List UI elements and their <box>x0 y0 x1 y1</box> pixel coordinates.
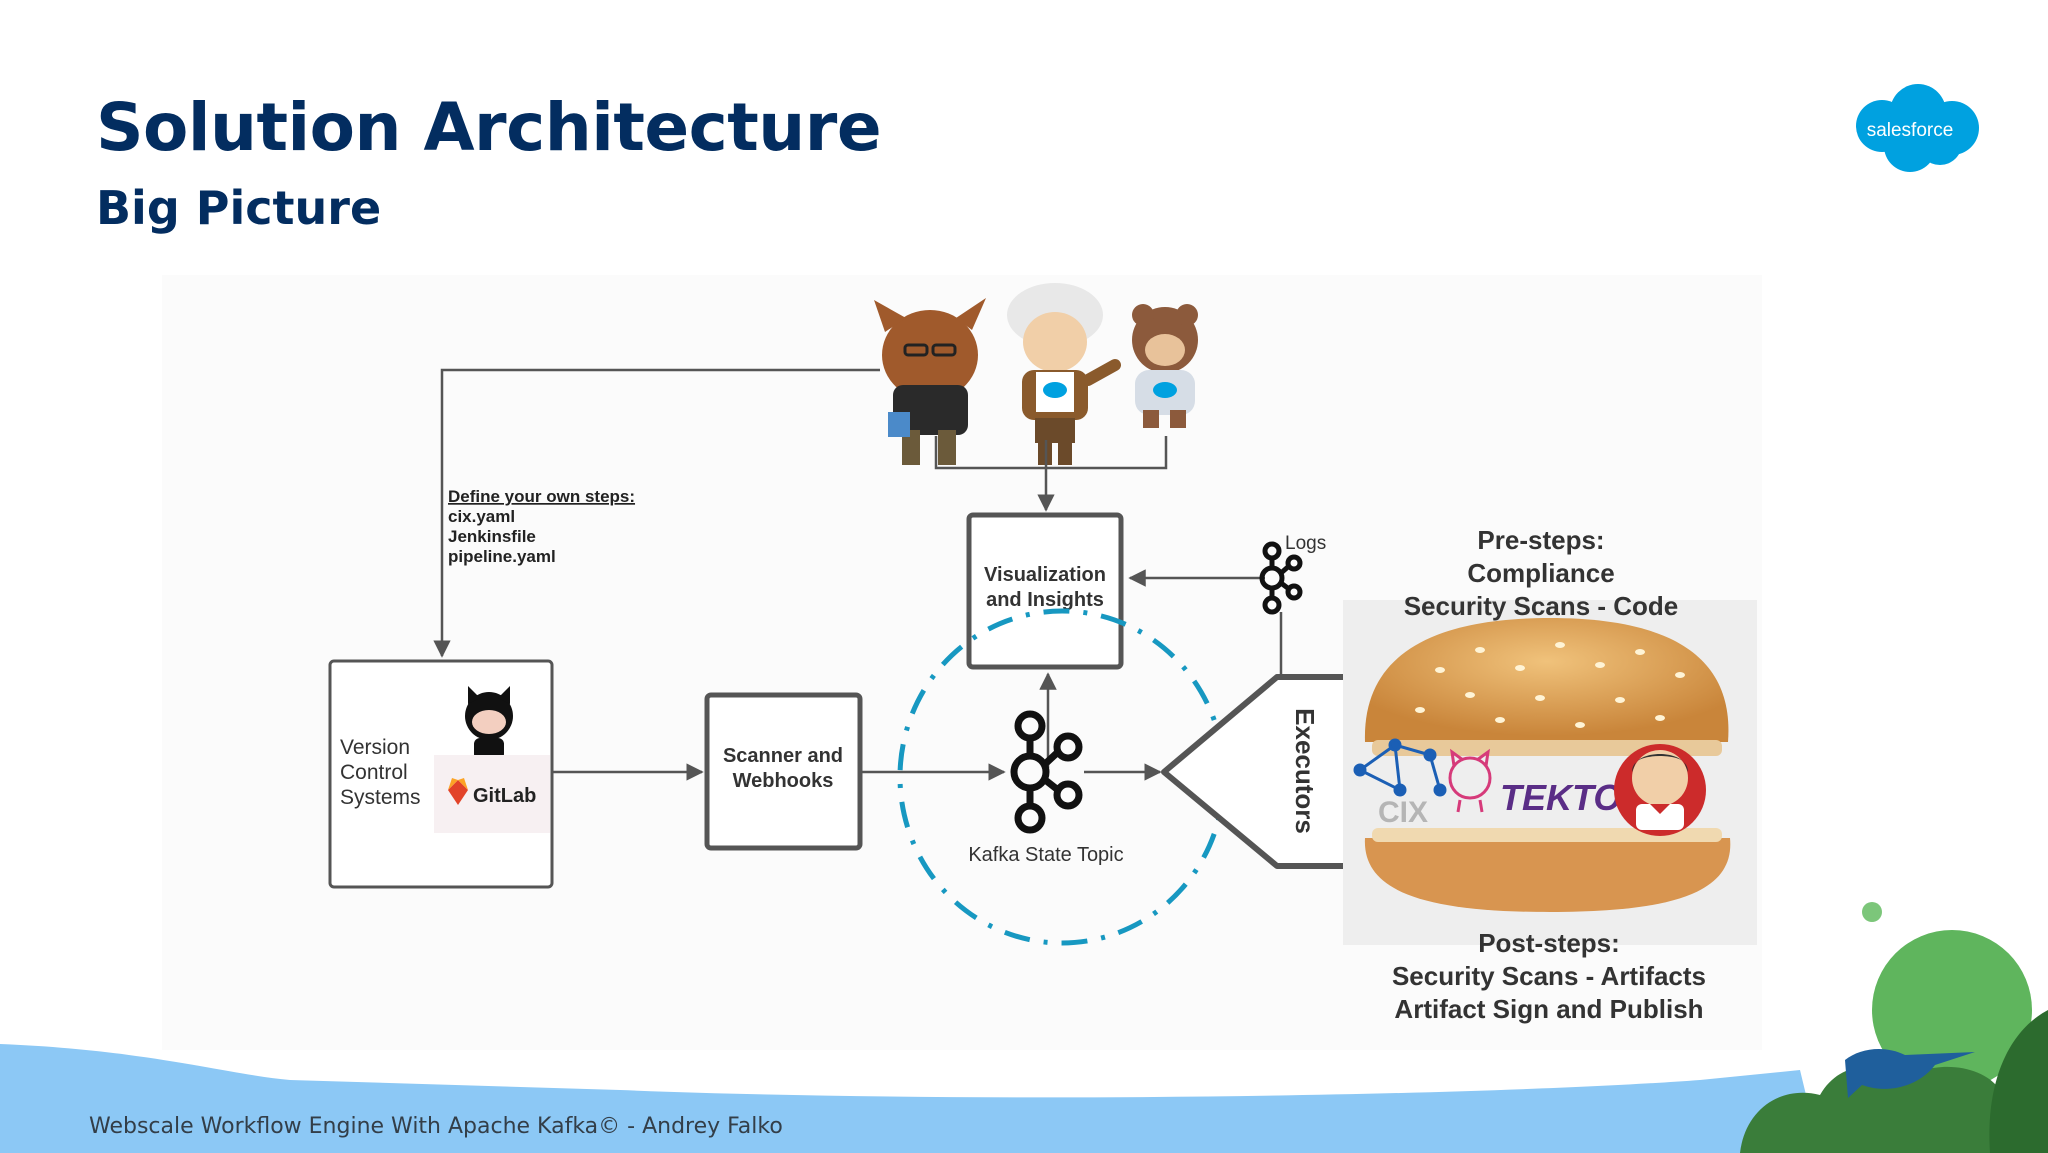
viz-label-line: Visualization <box>984 564 1106 586</box>
mascot-codey-icon <box>874 298 986 465</box>
scanner-label-line: Scanner and <box>723 745 843 767</box>
viz-label-line: and Insights <box>986 589 1104 611</box>
slide-title: Solution Architecture <box>96 89 882 166</box>
mascot-astro-icon <box>1132 304 1198 428</box>
visualization-insights-box: Visualization and Insights <box>966 512 1124 670</box>
post-steps-line: Security Scans - Artifacts <box>1392 961 1706 991</box>
logs-kafka-icon <box>1259 541 1303 615</box>
jenkins-icon <box>1614 744 1706 836</box>
post-steps-text: Post-steps: Security Scans - Artifacts A… <box>1392 928 1706 1024</box>
connectors <box>433 368 1283 781</box>
slide-footer: Webscale Workflow Engine With Apache Kaf… <box>89 1114 783 1139</box>
foliage-decoration <box>1740 902 2048 1153</box>
define-steps-heading: Define your own steps: <box>448 487 635 506</box>
salesforce-logo-text: salesforce <box>1867 120 1954 141</box>
pre-steps-line: Pre-steps: <box>1477 525 1604 555</box>
post-steps-line: Post-steps: <box>1478 928 1620 958</box>
version-control-box: Version Control Systems GitLab <box>328 659 554 889</box>
pre-steps-text: Pre-steps: Compliance Security Scans - C… <box>1404 525 1679 621</box>
define-step-line: cix.yaml <box>448 507 515 526</box>
post-steps-line: Artifact Sign and Publish <box>1394 994 1703 1024</box>
tekton-cat-icon <box>1448 748 1492 813</box>
cix-label: CIX <box>1378 796 1428 829</box>
vcs-label-line: Systems <box>340 786 421 809</box>
scanner-webhooks-box: Scanner and Webhooks <box>704 692 863 851</box>
slide-subtitle: Big Picture <box>96 181 382 235</box>
gitlab-label: GitLab <box>473 785 536 807</box>
kafka-state-topic-label: Kafka State Topic <box>968 844 1123 866</box>
scanner-label-line: Webhooks <box>733 770 834 792</box>
executors-shape: Executors <box>1161 674 1344 869</box>
bottom-wave <box>0 1044 1820 1153</box>
cix-network-icon <box>1353 738 1447 797</box>
pre-steps-line: Compliance <box>1467 558 1614 588</box>
define-step-line: pipeline.yaml <box>448 547 556 566</box>
vcs-label-line: Control <box>340 761 408 784</box>
executors-label: Executors <box>1290 708 1320 834</box>
define-steps-note: Define your own steps: cix.yaml Jenkinsf… <box>448 487 635 566</box>
define-step-line: Jenkinsfile <box>448 527 536 546</box>
burger-image: CIX TEKTON <box>1343 600 1757 945</box>
logs-label: Logs <box>1285 533 1326 554</box>
salesforce-logo: salesforce <box>1856 84 1979 172</box>
pre-steps-line: Security Scans - Code <box>1404 591 1679 621</box>
kafka-icon <box>1010 710 1083 834</box>
bird-icon <box>1845 1048 1975 1098</box>
vcs-label-line: Version <box>340 736 410 759</box>
gitlab-fox-icon <box>448 778 468 805</box>
